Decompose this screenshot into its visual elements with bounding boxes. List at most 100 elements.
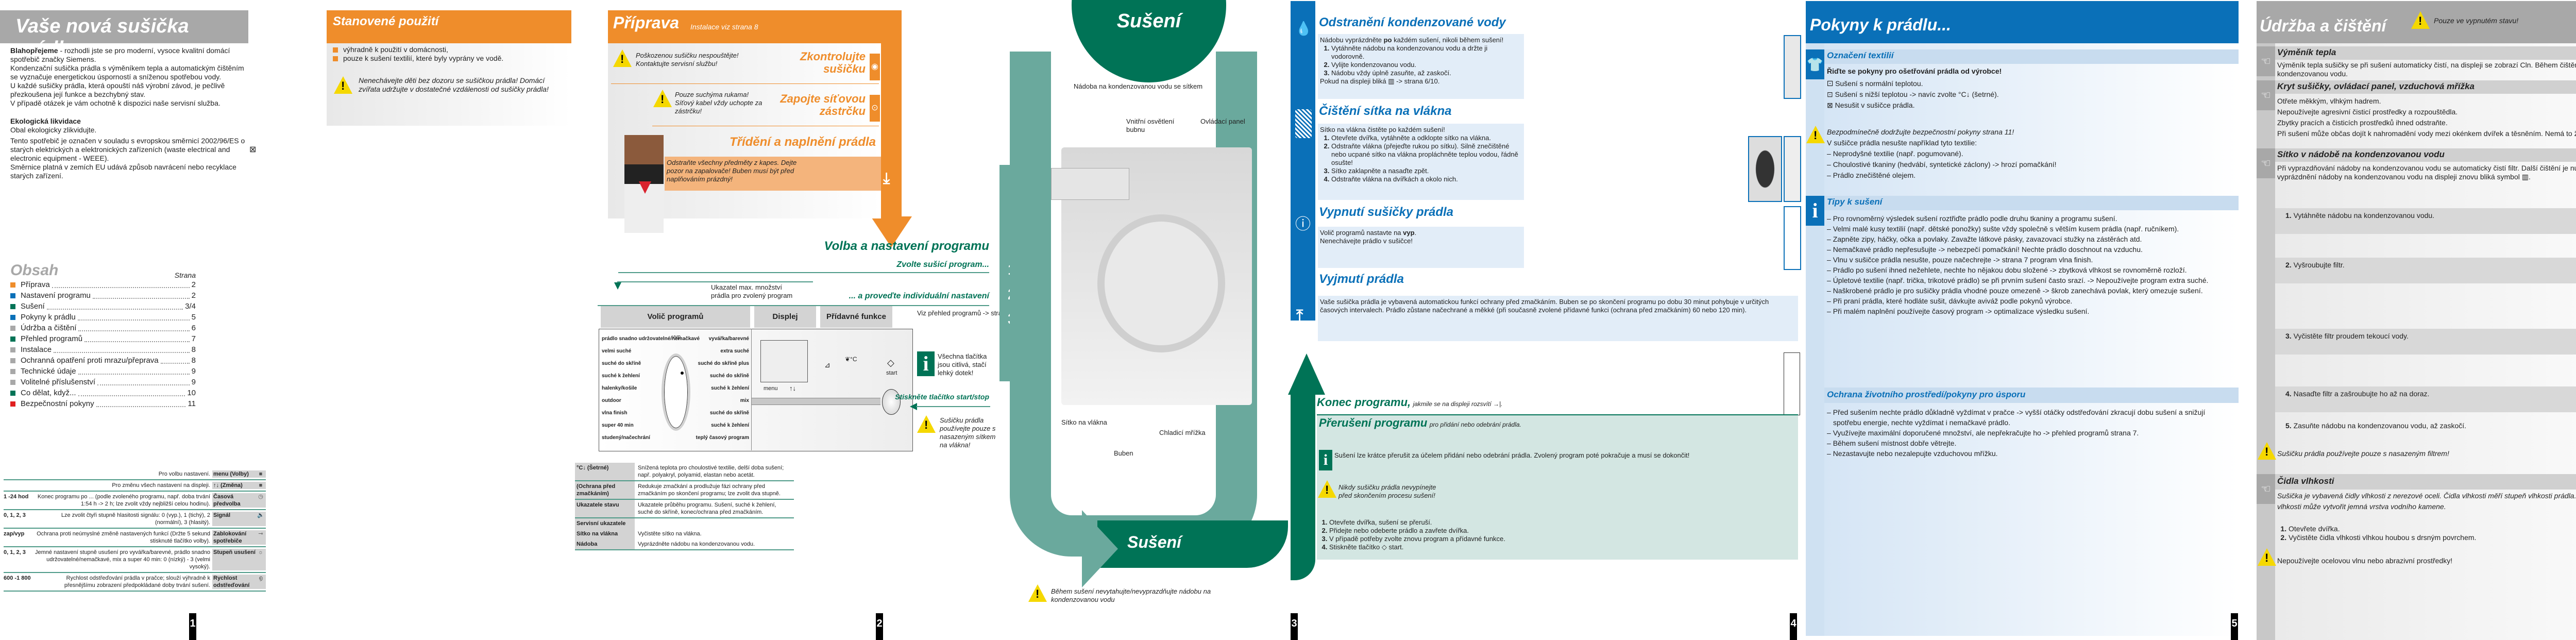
function-row: (Ochrana před zmačkáním)Redukuje zmačkán…	[575, 481, 794, 500]
square-icon: ■	[256, 482, 266, 489]
dial-program-option[interactable]: vyvářka/barevné	[708, 336, 749, 342]
drying-warning: Během sušení nevytahujte/nevyprazdňujte …	[1051, 587, 1211, 603]
intended-use-banner: Stanovené použití	[327, 10, 571, 43]
tips-list: Pro rovnoměrný výsledek sušení roztřiďte…	[1827, 213, 2234, 316]
heat-exchanger-header	[2275, 46, 2576, 60]
dial-program-option[interactable]: suché do skříně	[602, 361, 641, 366]
function-name: Sítko na vlákna	[575, 529, 635, 539]
interrupt-info: Sušení lze krátce přerušit za účelem při…	[1334, 451, 1690, 459]
settings-name: Časová předvolba	[212, 493, 256, 508]
laundry-warning: Bezpodmínečně dodržujte bezpečnostní pok…	[1827, 127, 2218, 181]
drying-title: Sušení	[1116, 10, 1181, 32]
plug-icon: ⊙	[870, 95, 880, 122]
label-drum-light: Vnitřní osvětlení bubnu	[1126, 117, 1175, 133]
dial-program-option[interactable]: outdoor	[602, 398, 621, 403]
filter-step-text: Nasaďte filtr a zašroubujte ho až na dor…	[2293, 390, 2430, 398]
preparation-title: Příprava	[613, 13, 680, 32]
tip-item: Nemačkavé prádlo nepřesušujte -> nebezpe…	[1827, 244, 2234, 255]
settings-name: Zablokování spotřebiče	[212, 530, 256, 545]
program-dial[interactable]	[662, 353, 690, 431]
program-ref: Viz přehled programů -> strana 7	[917, 309, 1015, 317]
eco-title: Ekologická likvidace	[10, 117, 81, 125]
settings-desc: Rychlost odstřeďování prádla v pračce; s…	[64, 575, 210, 588]
dial-program-option[interactable]: suché k žehlení	[602, 373, 640, 379]
function-name: Ukazatele stavu	[575, 500, 635, 517]
dry-low-icon: ⊡	[1827, 90, 1835, 98]
dial-program-option[interactable]: prádlo snadno udržovatelné/nemačkavé	[602, 336, 700, 342]
filter-step-text: Vyšroubujte filtr.	[2293, 261, 2345, 269]
warning-icon	[917, 415, 936, 433]
display-menu-label: menu	[764, 385, 778, 392]
toc-item-label: Ochranná opatření proti mrazu/přeprava	[21, 356, 159, 365]
warning-icon	[1806, 126, 1825, 143]
toc-item-label: Přehled programů	[21, 334, 83, 343]
dial-program-option[interactable]: halenky/košile	[602, 385, 637, 391]
prep-step-check: Zkontrolujte sušičku	[800, 50, 866, 75]
drawer-illustration	[1784, 35, 1801, 99]
toc-item-label: Údržba a čištění	[21, 324, 77, 332]
function-desc: Snížená teplota pro choulostivé textilie…	[638, 465, 784, 478]
tip-item: Při malém naplnění používejte časový pro…	[1827, 306, 2234, 316]
toc-dots	[84, 336, 190, 342]
dial-indicator-dot	[681, 372, 684, 375]
filter-step-number: 3.	[2285, 332, 2294, 340]
dial-program-option[interactable]: suché do skříně	[709, 373, 749, 379]
prep-step-plug: Zapojte síťovou zástrčku	[780, 92, 866, 117]
dial-program-option[interactable]: super 40 min	[602, 423, 634, 428]
eye-icon: ◉	[870, 54, 880, 80]
interrupt-warning: Nikdy sušičku prádla nevypínejte před sk…	[1338, 483, 1436, 499]
unload-icon: ⤒	[1296, 307, 1303, 324]
tip-item: Naškrobené prádlo je pro sušičky prádla …	[1827, 285, 2234, 296]
page-2: Stanovené použití výhradně k použití v d…	[309, 0, 1030, 640]
dial-program-option[interactable]: vlna finish	[602, 410, 628, 416]
panel-button-bar[interactable]	[752, 398, 880, 405]
start-stop-button[interactable]	[882, 389, 901, 415]
sec-off-title: Vypnutí sušičky prádla	[1319, 205, 1453, 219]
toc-item[interactable]: Co dělat, když...10	[10, 388, 196, 398]
filter-step-text: Vyčistěte filtr proudem tekoucí vody.	[2293, 332, 2409, 340]
settings-value	[4, 470, 35, 478]
panel-tab-display: Displej	[754, 306, 816, 328]
textile-label-bold: Řiďte se pokyny pro ošetřování prádla od…	[1827, 67, 2002, 75]
dial-program-option[interactable]: velmi suché	[602, 348, 632, 354]
dial-program-option[interactable]: mix	[740, 398, 749, 403]
dial-program-option[interactable]: suché k žehlení	[711, 385, 749, 391]
settings-name: menu (Volby)	[212, 470, 256, 478]
filter-step-text: Zasuňte nádobu na kondenzovanou vodu, až…	[2293, 422, 2467, 430]
settings-desc: Jemné nastavení stupně usušení pro vyvář…	[35, 549, 210, 570]
start-icon: ◇	[887, 358, 894, 368]
dial-program-option[interactable]: teplý časový program	[696, 435, 749, 441]
toc-color-marker	[10, 304, 15, 309]
toc-dots	[78, 390, 185, 396]
dial-program-option[interactable]: suché do skříně	[709, 410, 749, 416]
toc-dots	[77, 314, 190, 321]
dial-program-option[interactable]: suché k žehlení	[711, 423, 749, 428]
max-load-label: Ukazatel max. množství prádla pro zvolen…	[711, 283, 793, 299]
filter-step-number: 5.	[2285, 422, 2294, 430]
dial-program-option[interactable]: extra suché	[720, 348, 749, 354]
drying-bottom-title: Sušení	[1127, 533, 1181, 551]
warning-item: Neprodyšné textilie (např. pogumované).	[1827, 148, 2218, 159]
lint-filter-step: Odstraňte vlákna (přejeďte rukou po sítk…	[1331, 142, 1522, 167]
green-up-arrow	[1288, 353, 1325, 395]
dial-program-option[interactable]: suché do skříně plus	[698, 361, 749, 366]
sun-icon: ☼	[256, 549, 266, 570]
settings-table: Pro volbu nastavení.menu (Volby)■Pro změ…	[4, 469, 266, 592]
laundry-title: Pokyny k prádlu...	[1810, 15, 1951, 34]
intended-use-item: pouze k sušení textilií, které byly vypr…	[333, 54, 503, 63]
dial-program-option[interactable]: studený/načechrání	[602, 435, 650, 441]
